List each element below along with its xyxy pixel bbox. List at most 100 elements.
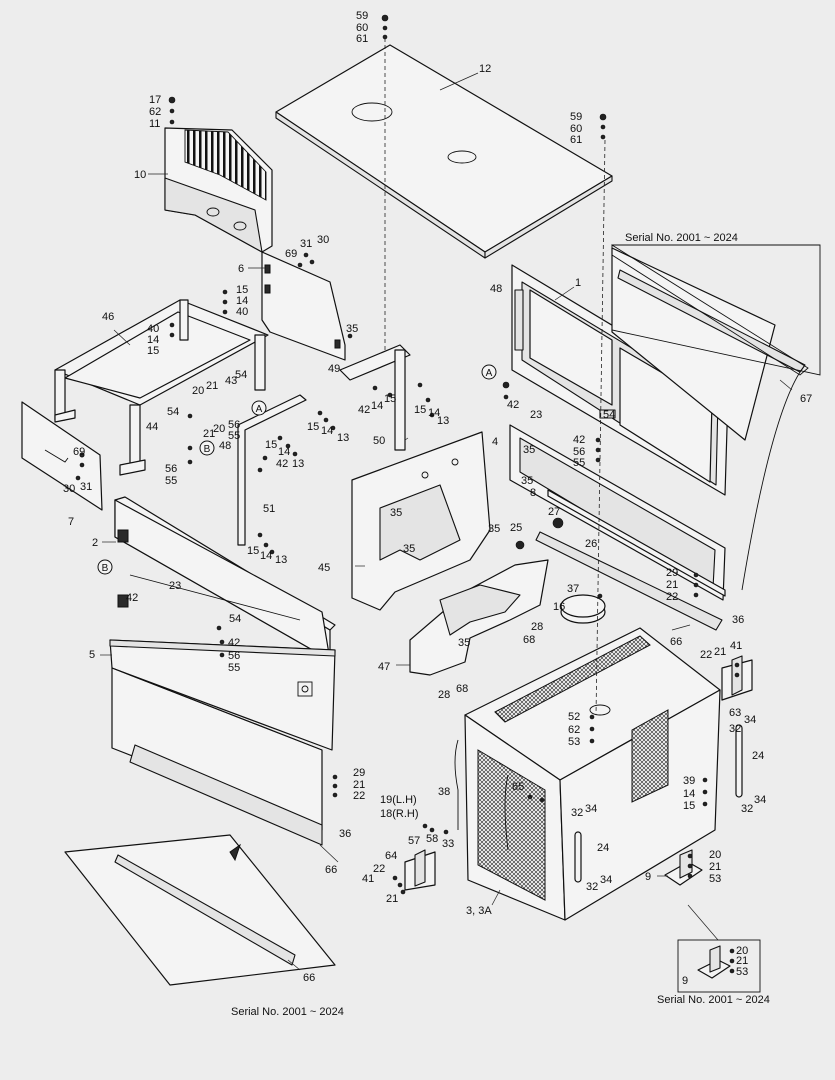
label-7: 7 <box>68 516 74 528</box>
label-42: 42 <box>126 592 138 604</box>
label-21: 21 <box>353 779 365 791</box>
label-13: 13 <box>337 432 349 444</box>
label-68: 68 <box>456 683 468 695</box>
label-35: 35 <box>488 523 500 535</box>
label-56: 56 <box>165 463 177 475</box>
label-46: 46 <box>102 311 114 323</box>
roof-plate <box>275 44 613 259</box>
label-14: 14 <box>371 400 383 412</box>
svg-text:A: A <box>256 404 263 415</box>
label-15: 15 <box>265 439 277 451</box>
lower-plate <box>409 559 549 676</box>
label-37: 37 <box>567 583 579 595</box>
upper-frame <box>54 299 269 476</box>
strip-66-left <box>64 834 336 986</box>
label-34: 34 <box>600 874 612 886</box>
leader-lines <box>100 72 793 971</box>
label-62: 62 <box>149 106 161 118</box>
door-frame <box>511 264 729 496</box>
strip-36 <box>129 744 323 846</box>
label-27: 27 <box>548 506 560 518</box>
label-35: 35 <box>458 637 470 649</box>
label-40: 40 <box>236 306 248 318</box>
vertical-post-51 <box>237 394 307 546</box>
label-54: 54 <box>167 406 179 418</box>
label-34: 34 <box>585 803 597 815</box>
label-66: 66 <box>670 636 682 648</box>
label-26: 26 <box>585 538 597 550</box>
fasteners <box>75 14 740 974</box>
label-32: 32 <box>741 803 753 815</box>
label-57: 57 <box>408 835 420 847</box>
label-21: 21 <box>386 893 398 905</box>
center-plate <box>351 431 491 611</box>
label-28: 28 <box>531 621 543 633</box>
lower-front-panel <box>109 639 336 751</box>
label-51: 51 <box>263 503 275 515</box>
label-55: 55 <box>228 430 240 442</box>
label-11: 11 <box>149 118 160 130</box>
label-21: 21 <box>736 955 748 967</box>
label-32: 32 <box>571 807 583 819</box>
svg-text:A: A <box>486 368 493 379</box>
label-35: 35 <box>403 543 415 555</box>
label-66: 66 <box>325 864 337 876</box>
serial-caption-bottom-right: Serial No. 2001 ~ 2024 <box>657 994 770 1006</box>
label-14: 14 <box>683 788 695 800</box>
callout-marker-B2: B <box>97 559 113 575</box>
label-24: 24 <box>752 750 764 762</box>
label-32: 32 <box>586 881 598 893</box>
label-69: 69 <box>73 446 85 458</box>
rear-grille-cover <box>164 127 273 253</box>
label-32: 32 <box>729 723 741 735</box>
label-15: 15 <box>247 545 259 557</box>
label-65: 65 <box>512 781 524 793</box>
label-22: 22 <box>700 649 712 661</box>
label-47: 47 <box>378 661 390 673</box>
label-24: 24 <box>597 842 609 854</box>
label-34: 34 <box>754 794 766 806</box>
label-14: 14 <box>428 407 440 419</box>
label-13: 13 <box>292 458 304 470</box>
label-42: 42 <box>276 458 288 470</box>
label-41: 41 <box>362 873 374 885</box>
label-54: 54 <box>603 409 615 421</box>
label-31: 31 <box>80 481 92 493</box>
label-15: 15 <box>683 800 695 812</box>
engine-hood <box>454 627 721 921</box>
label-28: 28 <box>438 689 450 701</box>
label-22: 22 <box>666 591 678 603</box>
label-23: 23 <box>169 580 181 592</box>
label-20: 20 <box>736 945 748 957</box>
label-21: 21 <box>709 861 721 873</box>
label-36: 36 <box>339 828 351 840</box>
label-67: 67 <box>800 393 812 405</box>
label-2: 2 <box>92 537 98 549</box>
strip-66-right <box>535 531 723 631</box>
label-15: 15 <box>236 284 248 296</box>
label-56: 56 <box>573 446 585 458</box>
label-3-3a: 3, 3A <box>466 905 492 917</box>
label-30: 30 <box>63 483 75 495</box>
label-50: 50 <box>373 435 385 447</box>
serial-caption-top-right: Serial No. 2001 ~ 2024 <box>625 232 738 244</box>
label-22: 22 <box>373 863 385 875</box>
label-44: 44 <box>146 421 158 433</box>
label-14: 14 <box>147 334 159 346</box>
label-56: 56 <box>228 650 240 662</box>
label-21: 21 <box>203 428 215 440</box>
serial-caption-bottom-left: Serial No. 2001 ~ 2024 <box>231 1006 344 1018</box>
label-60: 60 <box>356 22 368 34</box>
grab-rod-24b <box>574 831 582 883</box>
label-64: 64 <box>385 850 397 862</box>
side-plate <box>21 401 103 511</box>
label-6: 6 <box>238 263 244 275</box>
label-8: 8 <box>530 487 536 499</box>
label-42: 42 <box>573 434 585 446</box>
label-16: 16 <box>553 601 565 613</box>
label-56: 56 <box>228 419 240 431</box>
label-39: 39 <box>683 775 695 787</box>
label-55: 55 <box>573 457 585 469</box>
